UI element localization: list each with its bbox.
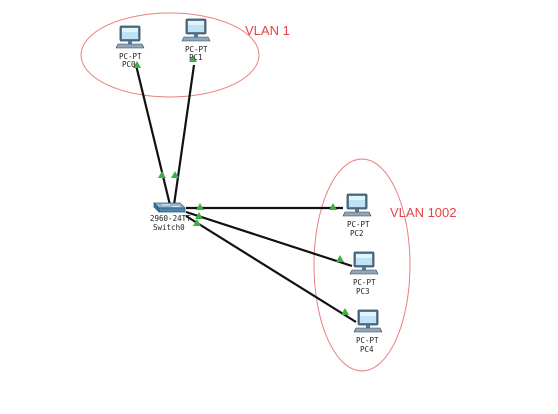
- pc1-model-label: PC-PT: [185, 45, 208, 54]
- pc0-model-label: PC-PT: [119, 52, 142, 61]
- vlan-1-label: VLAN 1: [245, 23, 290, 38]
- desktop-pc-icon: [342, 193, 372, 217]
- link-pc1-switch0[interactable]: [172, 64, 196, 206]
- pc4-model-label: PC-PT: [356, 336, 379, 345]
- desktop-pc-icon: [115, 25, 145, 49]
- port-up-indicator: [336, 255, 344, 262]
- pc0-name-label: PC0: [122, 60, 136, 69]
- switch0-name-label: Switch0: [153, 223, 185, 232]
- network-switch-icon: [153, 202, 186, 213]
- vlan-1-region: [80, 12, 260, 98]
- desktop-pc-icon: [181, 18, 211, 42]
- pc4-name-label: PC4: [360, 345, 374, 354]
- switch0-model-label: 2960-24TT: [150, 214, 191, 223]
- link-switch0-pc3[interactable]: [185, 210, 353, 268]
- port-up-indicator: [329, 203, 337, 210]
- port-up-indicator: [341, 308, 349, 315]
- link-switch0-pc4[interactable]: [185, 215, 357, 323]
- vlan-1002-label: VLAN 1002: [390, 205, 457, 220]
- pc0-node[interactable]: PC-PT PC0: [115, 25, 145, 69]
- desktop-pc-icon: [353, 309, 383, 333]
- pc2-name-label: PC2: [350, 229, 364, 238]
- vlan-1002-region: [313, 158, 411, 372]
- port-up-indicator: [158, 171, 166, 178]
- pc1-name-label: PC1: [189, 53, 203, 62]
- pc4-node[interactable]: PC-PT PC4: [353, 309, 383, 354]
- switch0-node[interactable]: 2960-24TT Switch0: [150, 202, 191, 232]
- pc3-node[interactable]: PC-PT PC3: [349, 251, 379, 296]
- pc3-model-label: PC-PT: [353, 278, 376, 287]
- link-pc0-switch0[interactable]: [134, 64, 172, 206]
- desktop-pc-icon: [349, 251, 379, 275]
- port-up-indicator: [196, 203, 204, 210]
- pc2-node[interactable]: PC-PT PC2: [342, 193, 372, 238]
- pc1-node[interactable]: PC-PT PC1: [181, 18, 211, 62]
- pc3-name-label: PC3: [356, 287, 370, 296]
- pc2-model-label: PC-PT: [347, 220, 370, 229]
